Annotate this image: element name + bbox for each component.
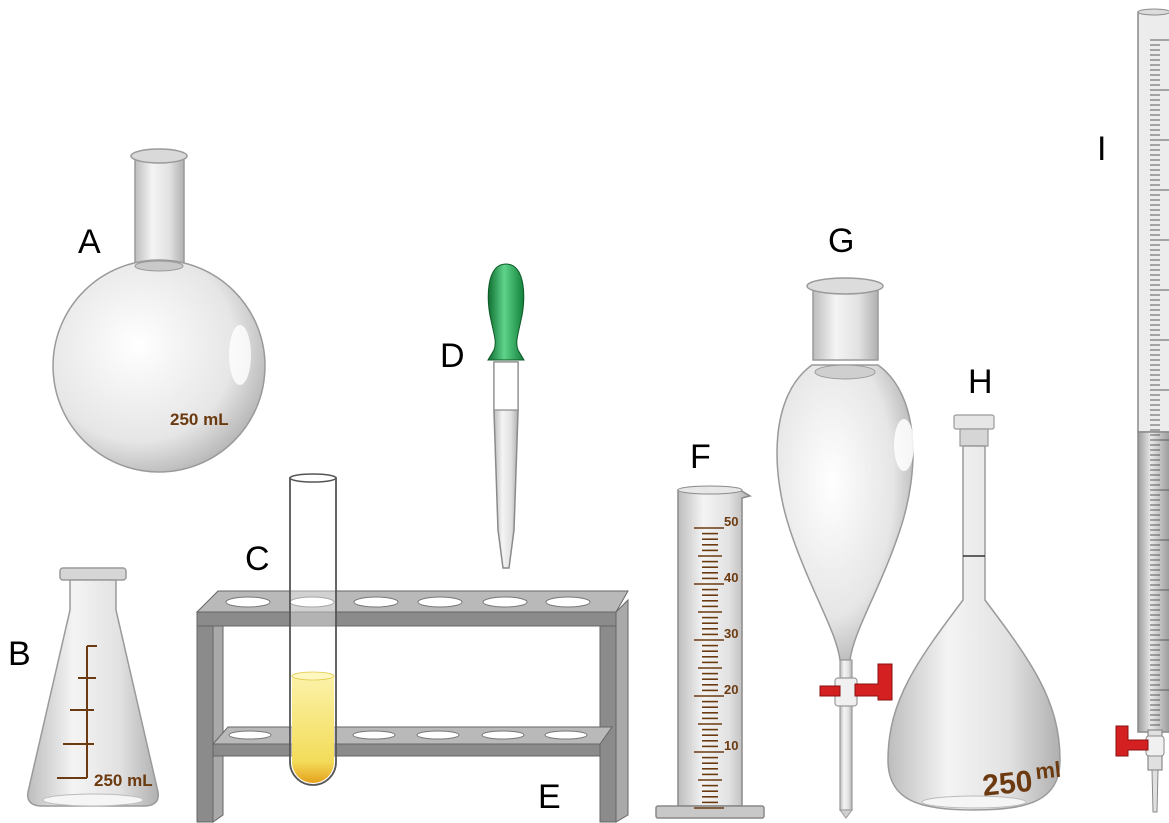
- label-e: E: [538, 778, 561, 816]
- cylinder-tick-30: 30: [724, 626, 738, 641]
- label-f: F: [690, 438, 711, 476]
- flask-h-unit: ml: [1034, 757, 1062, 785]
- label-d: D: [440, 337, 465, 375]
- cylinder-tick-50: 50: [724, 514, 738, 529]
- cylinder-tick-10: 10: [724, 738, 738, 753]
- cylinder-tick-40: 40: [724, 570, 738, 585]
- label-h: H: [968, 363, 993, 401]
- label-b: B: [8, 635, 31, 673]
- graduated-cylinder: 50 40 30 20 10: [656, 486, 764, 818]
- test-tube-rack: [197, 591, 628, 822]
- cylinder-tick-20: 20: [724, 682, 738, 697]
- dropper-pipette: [488, 264, 524, 568]
- flask-h-volume: 250: [981, 765, 1034, 803]
- round-bottom-flask: 250 mL: [53, 149, 265, 472]
- test-tube: [290, 474, 336, 785]
- burette: [1116, 9, 1169, 812]
- label-a: A: [78, 223, 101, 261]
- label-g: G: [828, 222, 854, 260]
- flask-a-volume: 250 mL: [170, 410, 229, 429]
- volumetric-flask: 250 ml: [888, 415, 1062, 810]
- flask-b-volume: 250 mL: [94, 771, 153, 790]
- label-i: I: [1097, 130, 1106, 168]
- label-c: C: [245, 540, 270, 578]
- erlenmeyer-flask: 250 mL: [28, 568, 159, 806]
